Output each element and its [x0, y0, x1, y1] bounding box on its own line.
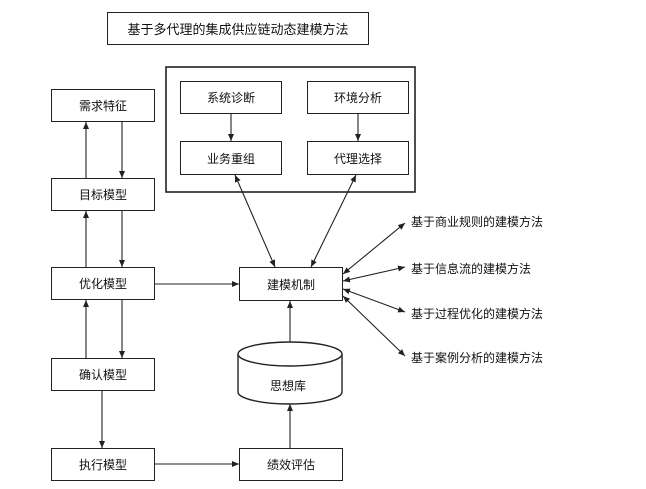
arrow-mechanism-method-1: [342, 222, 406, 275]
performance-evaluation-box: 绩效评估: [239, 448, 343, 481]
method-label-business-rules: 基于商业规则的建模方法: [411, 215, 544, 229]
confirm-model-box: 确认模型: [51, 358, 155, 391]
arrow-mechanism-method-2: [342, 265, 406, 283]
system-diagnosis-box: 系统诊断: [180, 81, 282, 114]
execute-model-box: 执行模型: [51, 448, 155, 481]
environment-analysis-box: 环境分析: [307, 81, 409, 114]
idea-base-label: 思想库: [270, 379, 307, 393]
modeling-mechanism-box: 建模机制: [239, 267, 343, 301]
method-label-information-flow: 基于信息流的建模方法: [411, 262, 532, 276]
arrow-mechanism-method-3: [342, 288, 406, 313]
arrow-restructure-mechanism: [234, 174, 276, 268]
idea-base-cylinder: [237, 341, 343, 405]
method-label-case-analysis: 基于案例分析的建模方法: [411, 351, 544, 365]
agent-selection-box: 代理选择: [307, 141, 409, 175]
arrow-agentselect-mechanism: [310, 174, 357, 268]
agent-group-frame: [165, 66, 416, 193]
goal-model-box: 目标模型: [51, 178, 155, 211]
method-label-process-optimization: 基于过程优化的建模方法: [411, 307, 544, 321]
optimization-model-box: 优化模型: [51, 267, 155, 300]
demand-characteristics-box: 需求特征: [51, 89, 155, 122]
business-restructure-box: 业务重组: [180, 141, 282, 175]
arrow-mechanism-method-4: [342, 295, 406, 357]
diagram-title: 基于多代理的集成供应链动态建模方法: [107, 12, 369, 45]
